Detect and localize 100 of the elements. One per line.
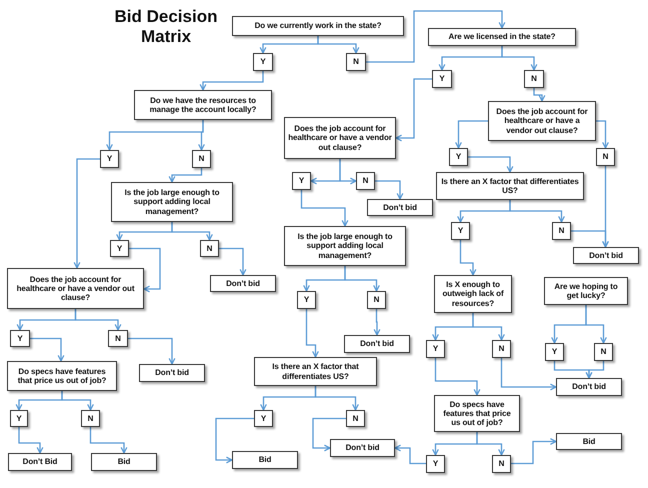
- decision-box: [436, 172, 584, 200]
- outcome-label: Bid: [118, 457, 130, 467]
- question-text: Are we licensed in the state?: [448, 32, 556, 42]
- choice-box: [110, 240, 129, 257]
- outcome-box: [232, 451, 298, 469]
- decision-box: [232, 16, 404, 36]
- question-text: Do we currently work in the state?: [254, 21, 382, 31]
- arrow: [306, 309, 319, 358]
- arrow: [472, 313, 505, 341]
- choice-box: [596, 148, 615, 166]
- choice-box: [492, 455, 511, 473]
- arrow: [394, 444, 426, 464]
- decision-box: [7, 361, 117, 391]
- answer-label: N: [198, 154, 204, 164]
- outcome-box: [367, 199, 433, 216]
- arrow: [314, 386, 359, 411]
- arrow: [468, 156, 514, 173]
- answer-label: N: [352, 414, 358, 424]
- answer-label: N: [362, 176, 368, 186]
- arrow: [455, 120, 488, 149]
- decision-box: [428, 28, 576, 46]
- choice-box: [346, 53, 366, 71]
- choice-box: [451, 222, 470, 240]
- decision-box: [254, 357, 377, 386]
- arrow: [476, 432, 505, 456]
- arrow: [30, 338, 64, 362]
- question-text: Is X enough to outweigh lack of resources?: [441, 280, 505, 308]
- outcome-label: Bid: [258, 455, 272, 465]
- arrow: [128, 338, 176, 365]
- choice-box: [545, 343, 564, 361]
- arrow: [129, 248, 161, 292]
- arrow: [374, 309, 380, 336]
- choice-box: [200, 240, 219, 257]
- choice-box: [108, 330, 128, 347]
- question-text: Does the job account for healthcare or have a vendor out clause?: [16, 274, 136, 302]
- answer-label: N: [600, 347, 606, 357]
- answer-label: N: [558, 226, 564, 236]
- answer-label: N: [88, 414, 94, 424]
- outcome-label: Bid: [582, 436, 596, 446]
- arrow: [215, 418, 254, 464]
- outcome-label: Don’t bid: [383, 202, 417, 212]
- choice-box: [594, 343, 613, 361]
- answer-label: Y: [552, 347, 558, 357]
- arrow: [300, 190, 348, 227]
- arrow: [585, 305, 607, 344]
- arrow: [18, 427, 44, 454]
- choice-box: [426, 340, 445, 358]
- arrow: [366, 10, 506, 63]
- choice-box: [292, 172, 311, 190]
- arrow: [74, 309, 122, 331]
- answer-label: N: [498, 344, 504, 354]
- question-text: Do specs have features that price us out of job?: [442, 400, 512, 428]
- answer-label: Y: [16, 414, 22, 424]
- decision-box: [7, 268, 144, 309]
- arrow: [571, 230, 609, 248]
- arrow: [501, 46, 538, 71]
- choice-box: [552, 222, 571, 240]
- outcome-label: Don’t bid: [360, 339, 394, 349]
- arrow: [168, 168, 202, 183]
- answer-label: Y: [432, 459, 438, 469]
- arrow: [219, 248, 246, 276]
- arrow: [596, 120, 609, 149]
- choice-box: [367, 291, 386, 309]
- arrow: [395, 78, 432, 142]
- outcome-label: Don’t bid: [155, 368, 189, 378]
- arrow: [586, 361, 604, 379]
- answer-label: Y: [432, 344, 438, 354]
- outcome-box: [556, 378, 622, 396]
- outcome-label: Don’t bid: [572, 382, 606, 392]
- arrow: [460, 240, 476, 276]
- choice-box: [524, 70, 544, 88]
- outcome-label: Don’t bid: [226, 278, 260, 288]
- arrow: [509, 200, 565, 223]
- question-text: Are we hoping to get lucky?: [553, 282, 619, 300]
- arrow: [375, 180, 404, 200]
- choice-box: [346, 410, 365, 427]
- choice-box: [100, 150, 119, 168]
- answer-label: Y: [456, 152, 462, 162]
- arrow: [90, 427, 128, 454]
- outcome-box: [344, 335, 410, 353]
- arrow: [339, 159, 357, 184]
- arrow: [344, 266, 380, 292]
- decision-box: [284, 117, 396, 159]
- answer-label: N: [602, 152, 608, 162]
- arrow: [511, 438, 557, 464]
- answer-label: N: [206, 244, 212, 254]
- outcome-box: [210, 275, 276, 292]
- question-text: Is the job large enough to support adding local management?: [124, 188, 220, 216]
- arrow: [74, 158, 100, 269]
- choice-box: [449, 148, 468, 166]
- diagram-title: Bid Decision Matrix: [114, 7, 218, 48]
- outcome-box: [139, 364, 205, 382]
- choice-box: [356, 172, 375, 190]
- choice-box: [192, 150, 211, 168]
- outcome-label: Don’t bid: [589, 250, 623, 260]
- outcome-box: [556, 433, 622, 450]
- answer-label: N: [531, 74, 537, 84]
- outcome-box: [8, 453, 72, 471]
- decision-box: [111, 182, 233, 222]
- answer-label: Y: [106, 154, 112, 164]
